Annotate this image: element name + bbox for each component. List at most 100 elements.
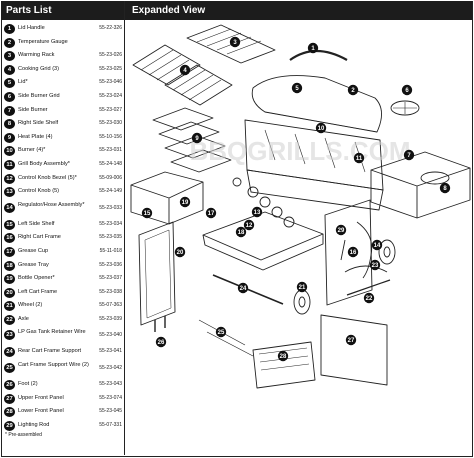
part-code: 55-07-363 <box>99 302 122 309</box>
svg-text:8: 8 <box>443 186 447 192</box>
callout-15: 15 <box>141 207 153 219</box>
callout-17: 17 <box>205 207 217 219</box>
svg-text:23: 23 <box>372 263 379 269</box>
part-number-badge: 2 <box>4 37 15 48</box>
part-name: Bottle Opener* <box>18 275 55 282</box>
callout-13: 13 <box>251 206 263 218</box>
svg-text:15: 15 <box>144 211 151 217</box>
callout-26: 26 <box>155 336 167 348</box>
part-code: 55-24-149 <box>99 188 122 195</box>
part-number-badge: 20 <box>4 287 15 298</box>
callout-18: 18 <box>235 226 247 238</box>
callout-8: 8 <box>439 182 451 194</box>
cart-frame-support-wire-drawing <box>198 319 254 357</box>
callout-16: 16 <box>347 246 359 258</box>
svg-text:9: 9 <box>195 136 199 142</box>
part-code: 55-09-006 <box>99 174 122 181</box>
svg-text:29: 29 <box>338 228 345 234</box>
svg-text:20: 20 <box>177 250 184 256</box>
part-code: 55-23-043 <box>99 381 122 388</box>
lower-front-panel-drawing <box>252 341 316 389</box>
part-number-badge: 29 <box>4 420 15 431</box>
callout-14: 14 <box>371 239 383 251</box>
part-code: 55-23-025 <box>99 65 122 72</box>
part-name: Wheel (2) <box>18 302 43 309</box>
parts-list-footnote: * Pre-assembled <box>5 432 42 438</box>
warming-rack-drawing <box>186 24 276 64</box>
part-name: Right Side Shelf <box>18 120 59 127</box>
part-number-badge: 12 <box>4 173 15 184</box>
part-name: Lower Front Panel <box>18 408 64 415</box>
grease-tray-drawing <box>202 211 324 271</box>
part-number-badge: 5 <box>4 78 15 89</box>
callout-28: 28 <box>277 350 289 362</box>
part-number-badge: 16 <box>4 233 15 244</box>
part-code: 55-23-024 <box>99 92 122 99</box>
part-code: 55-23-046 <box>99 79 122 86</box>
heat-plate-drawing <box>152 107 232 173</box>
part-code: 55-23-030 <box>99 120 122 127</box>
svg-text:21: 21 <box>299 285 306 291</box>
part-name: Cooking Grid (3) <box>18 65 60 72</box>
svg-text:14: 14 <box>374 243 381 249</box>
part-number-badge: 23 <box>4 330 15 341</box>
svg-text:7: 7 <box>407 153 411 159</box>
part-number-badge: 27 <box>4 393 15 404</box>
svg-text:12: 12 <box>246 223 253 229</box>
left-side-shelf-drawing <box>130 171 204 225</box>
part-number-badge: 8 <box>4 119 15 130</box>
part-code: 55-23-037 <box>99 275 122 282</box>
callout-12: 12 <box>243 219 255 231</box>
part-code: 55-23-045 <box>99 408 122 415</box>
part-code: 55-23-074 <box>99 394 122 401</box>
part-code: 55-22-326 <box>99 25 122 31</box>
part-name: Left Cart Frame <box>18 288 58 295</box>
callout-1: 1 <box>307 42 319 54</box>
part-code: 55-23-034 <box>99 220 122 227</box>
part-name: Heat Plate (4) <box>18 133 53 140</box>
right-cart-frame-drawing <box>324 199 373 306</box>
part-number-badge: 22 <box>4 314 15 325</box>
callout-24: 24 <box>237 282 249 294</box>
part-name: Left Side Shelf <box>18 220 55 227</box>
part-name: Control Knob (5) <box>18 188 60 195</box>
callout-5: 5 <box>291 82 303 94</box>
rear-cart-frame-support-drawing <box>212 274 284 305</box>
callout-9: 9 <box>191 132 203 144</box>
part-name: Side Burner <box>18 106 48 113</box>
part-code: 55-23-040 <box>99 332 122 339</box>
axle-drawing <box>346 279 391 296</box>
svg-text:2: 2 <box>351 88 355 94</box>
svg-text:13: 13 <box>254 210 261 216</box>
svg-text:16: 16 <box>350 250 357 256</box>
part-name: Upper Front Panel <box>18 394 64 401</box>
svg-text:17: 17 <box>208 211 215 217</box>
part-number-badge: 9 <box>4 132 15 143</box>
callout-29: 29 <box>335 224 347 236</box>
svg-text:27: 27 <box>348 338 355 344</box>
callout-4: 4 <box>179 64 191 76</box>
left-cart-frame-drawing <box>138 221 176 326</box>
part-name: LP Gas Tank Retainer Wire <box>18 329 86 336</box>
part-number-badge: 17 <box>4 246 15 257</box>
foot-drawing <box>154 316 166 332</box>
upper-front-panel-drawing <box>320 314 388 386</box>
part-number-badge: 15 <box>4 219 15 230</box>
part-name: Burner (4)* <box>18 147 46 154</box>
